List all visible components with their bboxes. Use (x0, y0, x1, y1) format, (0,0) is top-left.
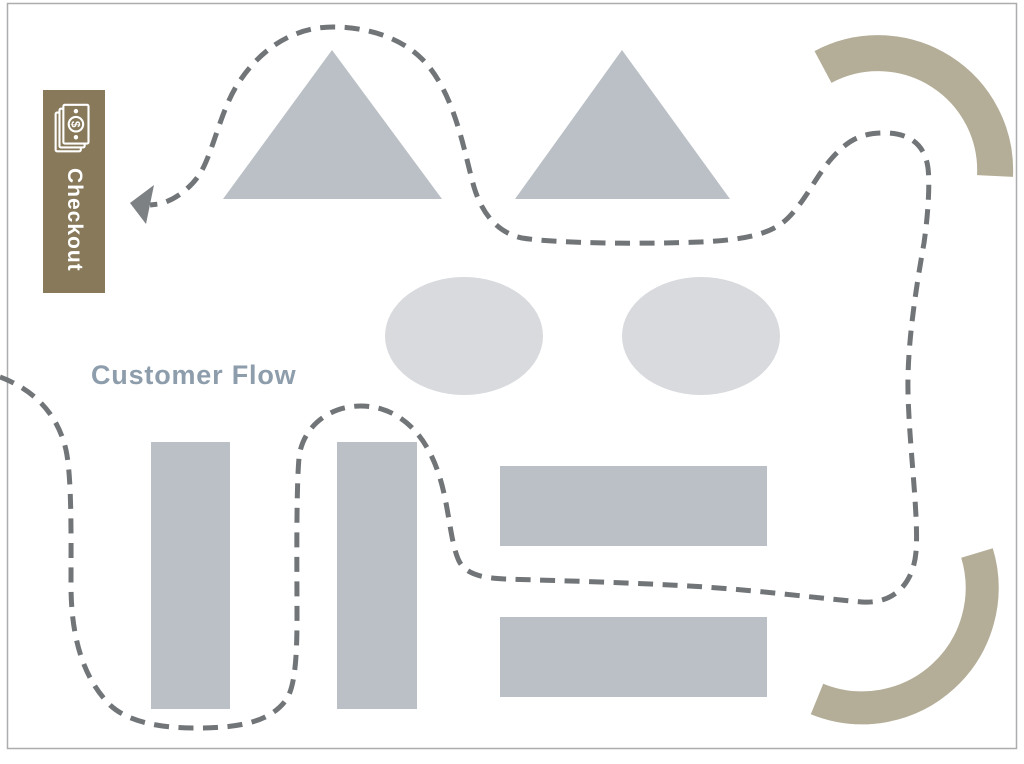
checkout-sign: $ Checkout (43, 90, 105, 293)
ellipse-2 (622, 277, 780, 395)
checkout-sign-inner: $ Checkout (43, 90, 105, 293)
entrance-arc-top (814, 35, 1014, 177)
ellipse-1 (385, 277, 543, 395)
triangle-2 (515, 50, 730, 199)
diagram-title: Customer Flow (91, 360, 297, 390)
horizontal-rack-2 (500, 617, 767, 697)
page-border (6, 2, 1018, 750)
dollar-sign: $ (69, 121, 82, 128)
customer-flow-path (0, 24, 932, 731)
horizontal-rack-1 (500, 466, 767, 546)
vertical-rack-1 (151, 442, 230, 709)
vertical-rack-2 (337, 442, 417, 709)
dollar-circle (67, 115, 85, 133)
flow-arrowhead (130, 185, 154, 224)
entrance-arc-bottom (810, 548, 999, 725)
money-bill-icon: $ (54, 103, 90, 153)
triangle-1 (223, 50, 442, 199)
checkout-label: Checkout (63, 168, 86, 272)
